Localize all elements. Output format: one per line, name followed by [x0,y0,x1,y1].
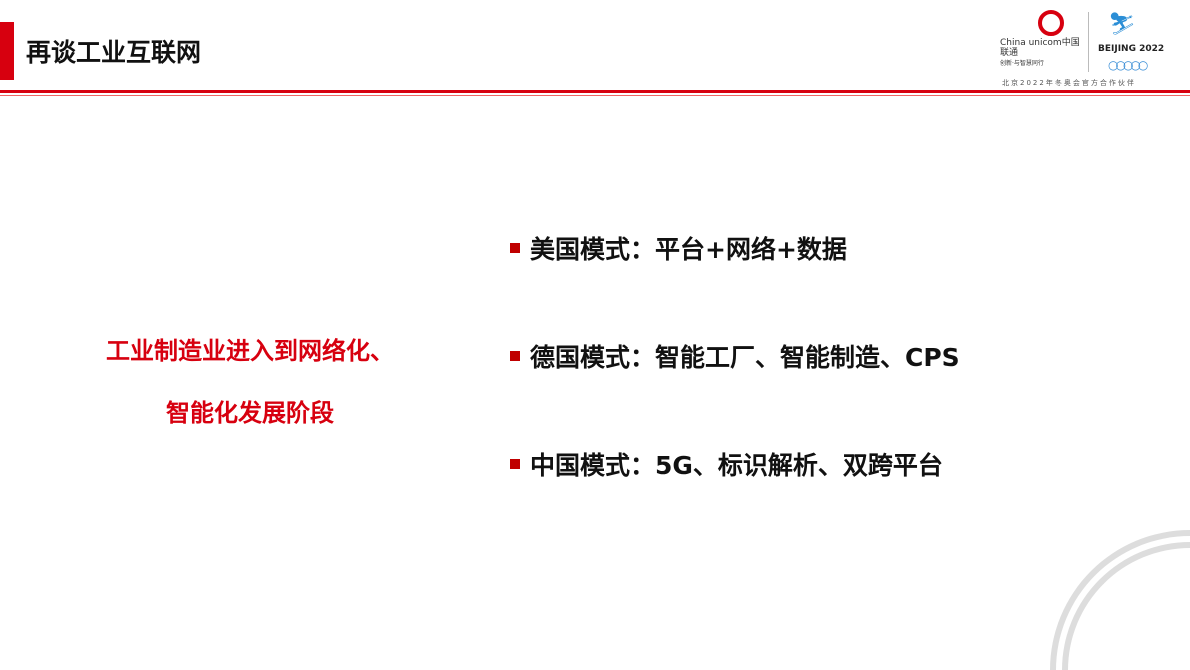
summary-line: 工业制造业进入到网络化、 [106,337,394,365]
bullet-square-icon [510,243,520,253]
decorative-knot-pattern [1050,530,1190,670]
title-accent-bar [0,22,14,80]
bullet-square-icon [510,351,520,361]
item-label: 美国模式：平台+网络+数据 [530,235,847,264]
china-unicom-logo-icon [1038,10,1064,36]
logo-separator [1088,12,1089,72]
olympic-rings-icon: ○○○○○ [1108,58,1148,72]
unicom-logo-text: China unicom中国联通创新·与智慧同行 [1000,38,1086,69]
unicom-name: China unicom中国联通 [1000,38,1080,58]
item-label: 中国模式：5G、标识解析、双跨平台 [530,451,943,480]
summary-line: 智能化发展阶段 [166,399,334,427]
list-item: 中国模式：5G、标识解析、双跨平台 [510,446,960,554]
list-item: 美国模式：平台+网络+数据 [510,230,960,338]
item-label: 德国模式：智能工厂、智能制造、CPS [530,343,960,372]
beijing-2022-text: BEIJING 2022 [1098,44,1165,54]
unicom-slogan: 创新·与智慧同行 [1000,60,1044,67]
bullet-square-icon [510,459,520,469]
list-item: 德国模式：智能工厂、智能制造、CPS [510,338,960,446]
page-title: 再谈工业互联网 [26,38,202,67]
summary-text: 工业制造业进入到网络化、 智能化发展阶段 [80,320,420,444]
header-divider-thin [0,95,1190,96]
logo-group: China unicom中国联通创新·与智慧同行 ⛷ BEIJING 2022 … [1000,8,1185,88]
partner-text: 北京2022年冬奥会官方合作伙伴 [1002,79,1136,87]
model-list: 美国模式：平台+网络+数据 德国模式：智能工厂、智能制造、CPS 中国模式：5G… [510,230,960,554]
header-divider [0,90,1190,93]
beijing-2022-emblem-icon: ⛷ [1108,12,1136,37]
